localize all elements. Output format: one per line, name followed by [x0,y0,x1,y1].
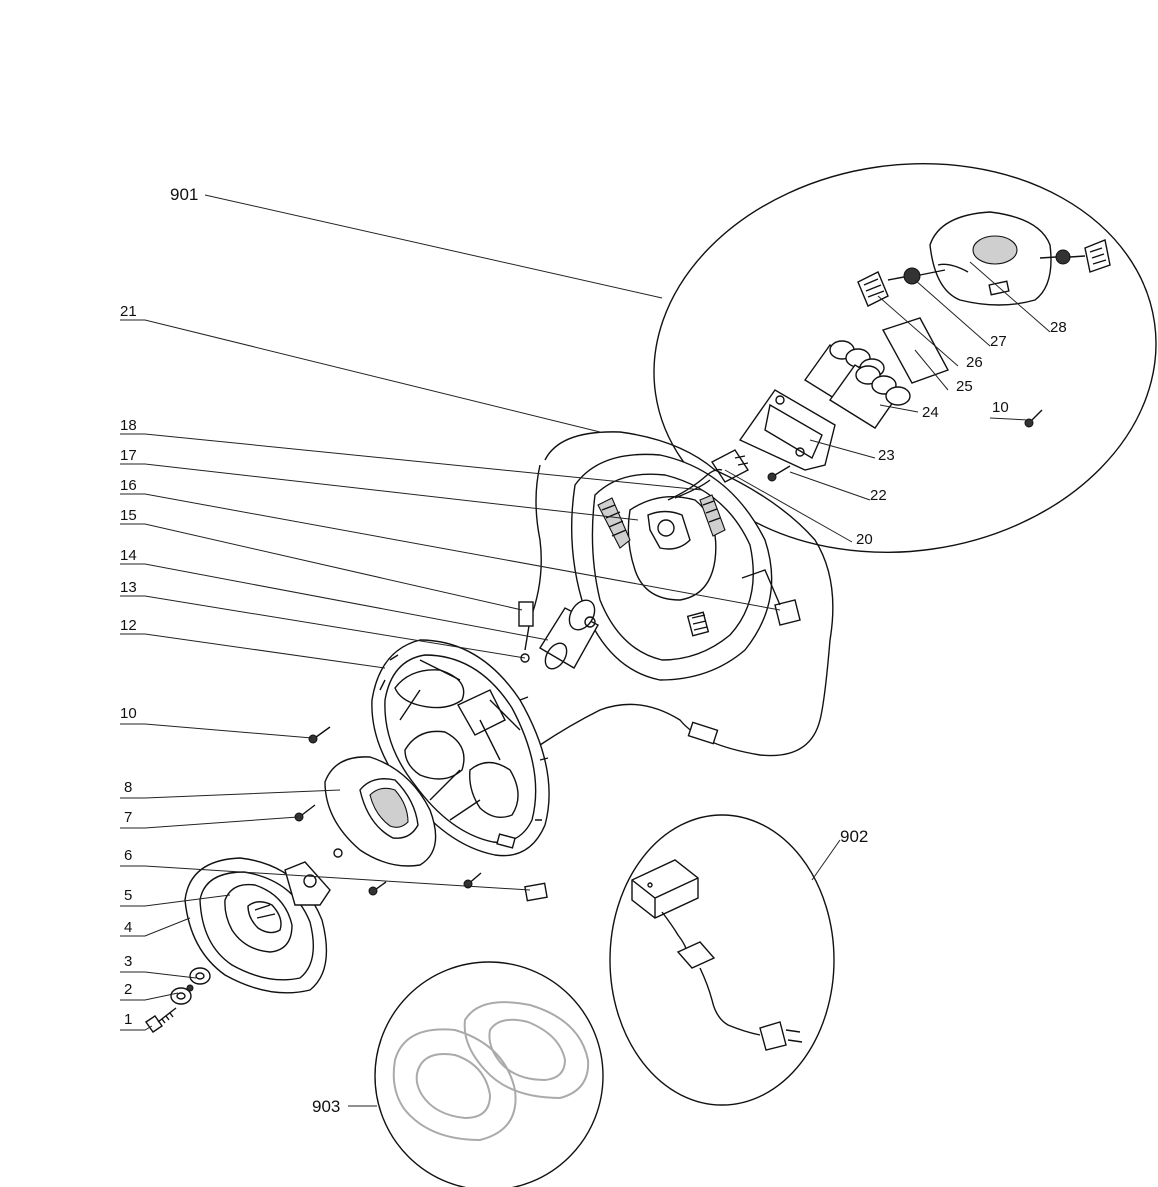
label-10: 10 [120,705,137,722]
label-15: 15 [120,507,137,524]
label-2: 2 [124,981,132,998]
detail-901-battery-pack [653,162,1157,554]
grommet-right [1055,249,1071,265]
harness-cable-left [524,464,542,651]
label-901: 901 [170,185,198,204]
connector [710,449,750,483]
label-18: 18 [120,417,137,434]
screw-22 [767,465,791,482]
label-4: 4 [124,919,132,936]
battery-cells [803,340,911,429]
clip-left [857,271,889,307]
motor [539,599,599,670]
label-24: 24 [922,404,939,421]
label-17: 17 [120,447,137,464]
screw-7 [294,804,316,822]
bolt-1 [145,1007,177,1033]
washer-2 [170,984,194,1005]
label-13: 13 [120,579,137,596]
speaker-grille-right [699,494,726,537]
label-7: 7 [124,809,132,826]
label-10-detail: 10 [992,399,1009,416]
inline-fuse [676,941,716,969]
charger-adapter [631,859,699,919]
label-26: 26 [966,354,983,371]
screw-10-main [308,726,331,744]
label-22: 22 [870,487,887,504]
label-23: 23 [878,447,895,464]
cable-connector-lower [687,721,719,745]
label-14: 14 [120,547,137,564]
part-labels: 901 902 903 21 18 17 16 15 14 13 12 10 8… [120,185,1067,1116]
screw-10-detail [1024,409,1043,428]
label-903: 903 [312,1097,340,1116]
detail-circle-901 [653,162,1157,554]
leader-lines [120,194,1051,1107]
detail-circle-903 [374,961,604,1187]
label-16: 16 [120,477,137,494]
main-assembly [145,431,834,1033]
cover-window [972,235,1018,265]
label-28: 28 [1050,319,1067,336]
label-8: 8 [124,779,132,796]
battery-tray [738,389,836,471]
washer-3 [189,967,211,985]
switch-16 [774,599,801,626]
label-1: 1 [124,1011,132,1028]
label-902: 902 [840,827,868,846]
grommet-left [903,267,921,285]
detail-circle-902 [609,814,835,1106]
detail-902-charger [609,814,835,1106]
screw-lower-left [368,881,387,896]
mounting-plate [324,756,437,867]
cable-connector-15 [518,601,534,627]
detail-903-pads [374,961,604,1187]
label-5: 5 [124,887,132,904]
harness-cable-outer [539,431,834,757]
washer-small [333,848,343,858]
pad-left [392,1028,517,1142]
label-3: 3 [124,953,132,970]
plug [759,1021,787,1051]
pad-right [463,1001,590,1100]
label-20: 20 [856,531,873,548]
label-6: 6 [124,847,132,864]
label-25: 25 [956,378,973,395]
label-21: 21 [120,303,137,320]
label-12: 12 [120,617,137,634]
cap-piece [524,882,548,902]
speaker-grille-left [597,497,631,549]
label-27: 27 [990,333,1007,350]
